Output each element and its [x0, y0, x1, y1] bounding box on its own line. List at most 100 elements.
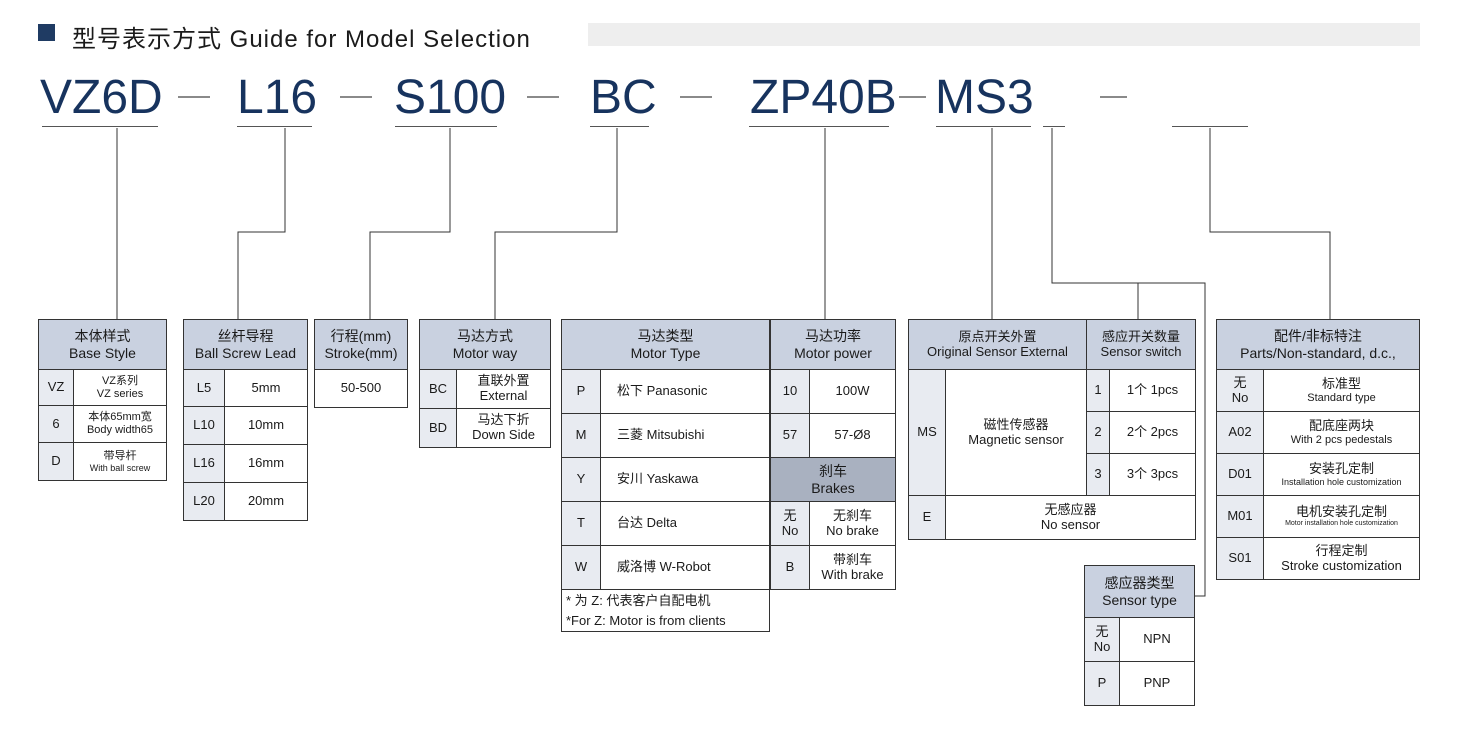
row-name: 威洛博 W-Robot — [600, 545, 770, 590]
row-cn: 马达下折 — [477, 412, 530, 428]
row-value: 2个 2pcs — [1109, 411, 1196, 454]
code-underline — [237, 126, 312, 127]
row-code: Y — [561, 457, 601, 502]
code-motor: ZP40B — [750, 71, 897, 124]
row-en: No sensor — [1040, 516, 1101, 532]
code-underline — [1043, 126, 1065, 127]
table-header: 丝杆导程 Ball Screw Lead — [183, 319, 308, 370]
table-header: 感应器类型 Sensor type — [1084, 565, 1195, 618]
table-row: 2 2个 2pcs — [909, 411, 1196, 454]
row-value: 10mm — [224, 406, 308, 445]
row-code: BC — [419, 369, 457, 409]
row-cn: 无感应器 — [1044, 501, 1097, 517]
row-cn: 无刹车 — [832, 507, 872, 523]
row-cn: 本体65mm宽 — [88, 411, 152, 424]
row-code: D — [38, 442, 74, 481]
header-cn: 配件/非标特注 — [1274, 328, 1362, 345]
code-series: VZ6D — [40, 71, 163, 124]
row-value: 50-500 — [314, 369, 408, 408]
row-code: MS — [908, 369, 946, 496]
code-lead: L16 — [237, 71, 318, 124]
header-en: Motor Type — [630, 344, 701, 361]
row-code-cn: 无 — [783, 507, 797, 523]
row-code: E — [908, 495, 946, 540]
row-en: Body width65 — [86, 424, 154, 436]
row-code: 6 — [38, 405, 74, 443]
row-value: 1个 1pcs — [1109, 369, 1196, 412]
table-header: 马达类型 Motor Type — [561, 319, 770, 370]
table-header: 感应开关数量 Sensor switch — [1086, 319, 1196, 370]
table-header: 马达方式 Motor way — [419, 319, 551, 370]
row-value: 3个 3pcs — [1109, 453, 1196, 496]
code-underline — [1172, 126, 1248, 127]
header-en: Sensor type — [1102, 591, 1177, 608]
row-code: P — [561, 369, 601, 414]
code-dash — [899, 96, 926, 98]
row-code: M — [561, 413, 601, 458]
row-code: T — [561, 501, 601, 546]
note-en: *For Z: Motor is from clients — [566, 612, 726, 628]
code-underline — [936, 126, 1031, 127]
row-code: S01 — [1216, 537, 1264, 580]
row-code: A02 — [1216, 411, 1264, 454]
row-code: M01 — [1216, 495, 1264, 538]
table-stroke: 行程(mm) Stroke(mm) 50-500 — [314, 319, 408, 408]
code-underline — [395, 126, 497, 127]
row-value: PNP — [1119, 661, 1195, 706]
row-en: With 2 pcs pedestals — [1290, 433, 1393, 446]
row-en: Motor installation hole customization — [1285, 519, 1398, 527]
row-code: BD — [419, 408, 457, 448]
row-cn: 直联外置 — [477, 373, 530, 389]
row-name: 安川 Yaskawa — [600, 457, 770, 502]
header-en: Brakes — [811, 479, 855, 496]
row-cn: 安装孔定制 — [1308, 460, 1374, 476]
table-header: 配件/非标特注 Parts/Non-standard, d.c., — [1216, 319, 1420, 370]
row-value: 5mm — [224, 369, 308, 407]
row-code: B — [770, 545, 810, 590]
row-code: L10 — [183, 406, 225, 445]
row-en: Down Side — [472, 427, 535, 442]
header-en: Motor way — [452, 344, 518, 361]
note-cn: * 为 Z: 代表客户自配电机 — [566, 592, 711, 608]
row-en: Magnetic sensor — [968, 431, 1064, 447]
header-cn: 刹车 — [819, 463, 847, 480]
header-en: Stroke(mm) — [324, 344, 398, 361]
header-en: Ball Screw Lead — [194, 344, 297, 361]
row-code-en: No — [781, 522, 799, 538]
table-header: 行程(mm) Stroke(mm) — [314, 319, 408, 370]
row-code: L16 — [183, 444, 225, 483]
row-name: 三菱 Mitsubishi — [600, 413, 770, 458]
row-code: L20 — [183, 482, 225, 521]
table-header: 原点开关外置 Original Sensor External — [908, 319, 1087, 370]
code-motor-way: BC — [590, 71, 657, 124]
page-title: 型号表示方式 Guide for Model Selection — [72, 26, 531, 53]
row-cn: 带导杆 — [103, 450, 137, 462]
code-dash — [680, 96, 712, 98]
code-dash — [340, 96, 372, 98]
code-dash — [178, 96, 210, 98]
row-code-en: No — [1093, 638, 1111, 654]
row-cn: 标准型 — [1321, 375, 1361, 391]
header-en: Parts/Non-standard, d.c., — [1240, 344, 1396, 361]
